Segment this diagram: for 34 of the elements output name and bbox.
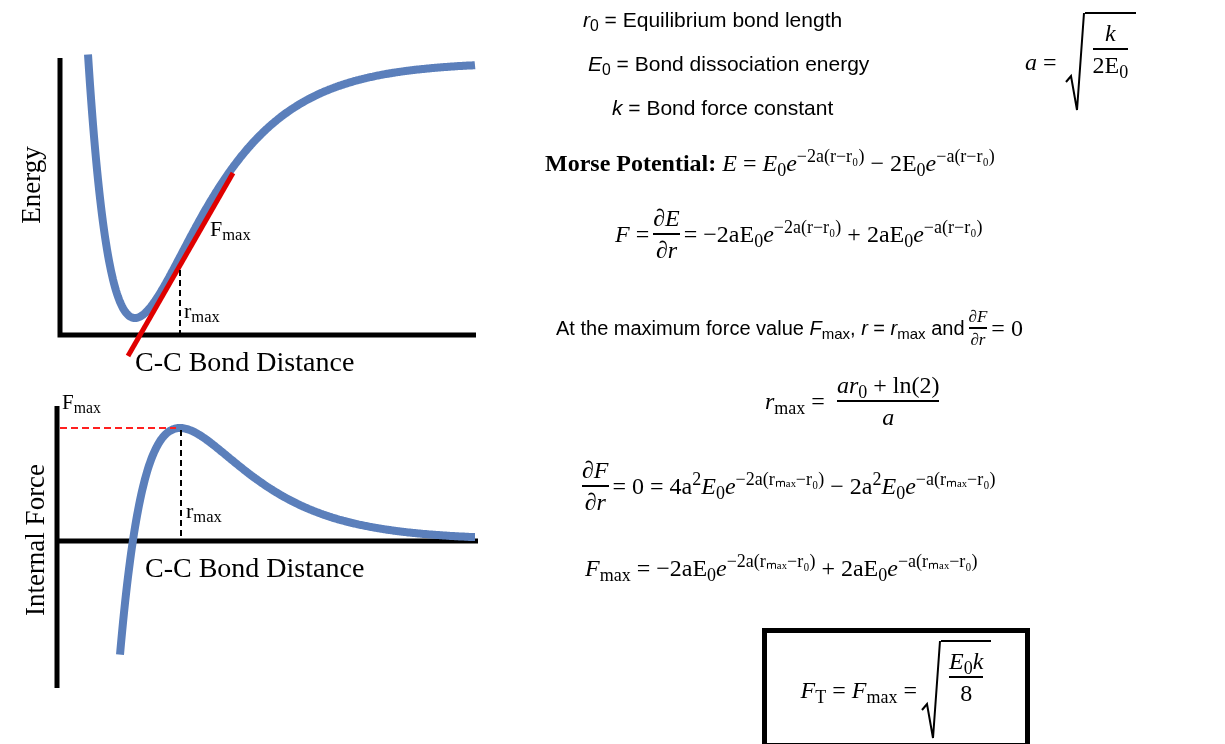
equation-term: k: [1105, 19, 1116, 48]
statement-text: At the maximum force value F$_{max}$, r = r$_{max}$ and: [556, 316, 965, 344]
axis-label: C-C Bond Distance: [135, 345, 355, 379]
graph-annotation: F$_{max}$: [210, 215, 251, 245]
equation: F =: [615, 220, 650, 249]
equation: r$_{max}$ =: [765, 387, 825, 416]
axis-label: C-C Bond Distance: [145, 551, 365, 585]
result-box: [762, 628, 1030, 744]
equation: Morse Potential: E = E$_{0}$e$^{−2a(r−r₀)}$ − 2E$_{0}$e$^{−a(r−r₀)}$: [545, 148, 995, 178]
equation-term: 8: [960, 679, 973, 708]
graph-annotation: F$_{max}$: [62, 392, 101, 413]
definition-text: k = Bond force constant: [612, 95, 834, 121]
equation-term: ∂F: [582, 456, 609, 485]
equation-term: 2E$_{0}$: [1092, 51, 1129, 80]
graph-annotation: r$_{max}$: [186, 500, 222, 522]
equation-term: E$_{0}$k: [949, 647, 984, 676]
equation-term: ∂r: [584, 488, 606, 517]
definition-text: E$_{0}$ = Bond dissociation energy: [588, 51, 870, 80]
equation-term: ∂E: [653, 204, 680, 233]
axis-label: Energy: [14, 146, 47, 224]
equation-term: ∂r: [655, 236, 678, 265]
graph-annotation: r$_{max}$: [184, 300, 220, 322]
definition-text: r$_{0}$ = Equilibrium bond length: [583, 7, 843, 36]
equation-term: ∂r: [970, 329, 986, 351]
equation-term: ar$_{0}$ + ln(2): [836, 371, 940, 400]
axis-label: Internal Force: [18, 463, 51, 617]
equation: = 0 = 4a$^{2}$E$_{0}$e$^{−2a(rₘₐₓ−r₀)}$ − 2a$^{2}$E$_{0}$e$^{−a(rₘₐₓ−r₀)}$: [612, 471, 996, 501]
equation: a =: [1025, 48, 1057, 77]
equation-term: ∂F: [968, 306, 988, 328]
equation: F$_{T}$ = F$_{max}$ =: [800, 676, 918, 705]
equation: = 0: [991, 314, 1023, 344]
equation: = −2aE$_{0}$e$^{−2a(r−r₀)}$ + 2aE$_{0}$e$^{−a(r−r₀)}$: [683, 219, 983, 249]
equation-term: a: [882, 403, 895, 432]
equation: F$_{max}$ = −2aE$_{0}$e$^{−2a(rₘₐₓ−r₀)}$ + 2aE$_{0}$e$^{−a(rₘₐₓ−r₀)}$: [585, 553, 978, 583]
